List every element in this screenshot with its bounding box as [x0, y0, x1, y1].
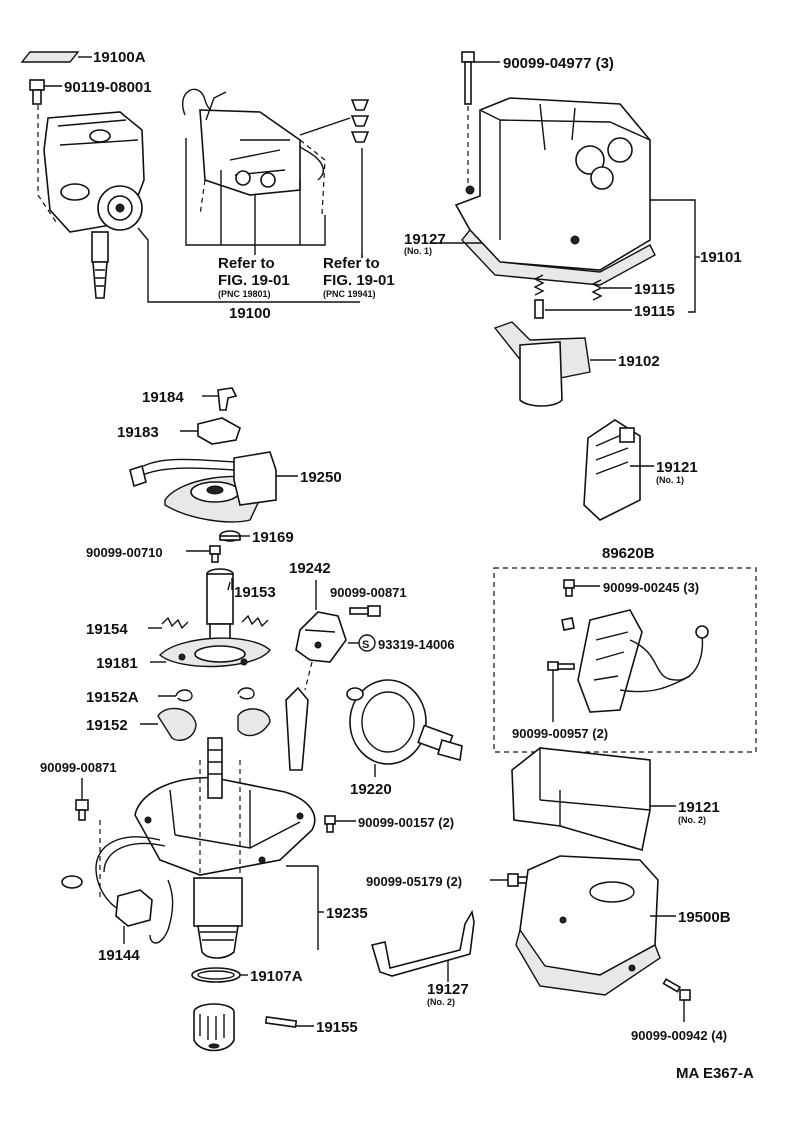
cover-19121-no2-drawing: [511, 747, 651, 852]
part-label-19250: 19250: [300, 469, 342, 486]
clip-19184-icon: [217, 387, 238, 411]
part-label-90099-00957: 90099-00957 (2): [512, 726, 608, 741]
part-label-19500B: 19500B: [678, 909, 731, 926]
label-tag-part: [20, 51, 80, 63]
gear-19155-icon: [193, 1003, 298, 1052]
part-label-19121-no1-sub: (No. 1): [656, 475, 684, 485]
part-label-19184: 19184: [142, 389, 184, 406]
connector-pins-drawing: [299, 99, 370, 143]
screw-90099-00957-icon: [547, 661, 575, 671]
part-label-19183: 19183: [117, 424, 159, 441]
distributor-housing-drawing: [134, 737, 316, 959]
screw-90099-00871-a-icon: [349, 605, 381, 617]
part-label-89620B: 89620B: [602, 545, 655, 562]
spring-19115-b-icon: [591, 279, 603, 301]
part-label-19169: 19169: [252, 529, 294, 546]
part-label-90099-00245: 90099-00245 (3): [603, 580, 699, 595]
part-label-19100: 19100: [229, 305, 271, 322]
refer-left-pnc: (PNC 19801): [218, 289, 271, 299]
spring-19115-a-icon: [533, 274, 545, 319]
distributor-cap-drawing: [454, 97, 656, 286]
module-19121-no1-drawing: [583, 419, 641, 521]
screw-90099-00245-icon: [563, 579, 575, 597]
part-label-19144: 19144: [98, 947, 140, 964]
screw-90099-00157-icon: [324, 815, 336, 833]
part-label-19101: 19101: [700, 249, 742, 266]
figure-code: MA E367-A: [676, 1065, 754, 1082]
distributor-cap-19500B-drawing: [515, 855, 661, 996]
part-label-19127-no1: 19127: [404, 231, 446, 248]
part-label-19127-no1-sub: (No. 1): [404, 246, 432, 256]
refer-left-line2: FIG. 19-01: [218, 272, 290, 289]
distributor-assembly-drawing: [43, 111, 145, 299]
governor-shaft-drawing: [158, 568, 271, 668]
part-label-19127-no2-sub: (No. 2): [427, 997, 455, 1007]
cover-19183-icon: [197, 417, 241, 445]
part-label-90099-00710: 90099-00710: [86, 545, 163, 560]
part-label-90099-00871-b: 90099-00871: [40, 760, 117, 775]
part-label-19152A: 19152A: [86, 689, 139, 706]
part-label-19154: 19154: [86, 621, 128, 638]
part-label-19107A: 19107A: [250, 968, 303, 985]
bolt-90099-00942-icon: [662, 978, 691, 1001]
part-label-19121-no2: 19121: [678, 799, 720, 816]
o-ring-19107A-icon: [191, 967, 241, 983]
clamp-19127-no2-drawing: [370, 909, 475, 977]
igniter-89620B-drawing: [561, 609, 709, 713]
part-label-19242: 19242: [289, 560, 331, 577]
part-label-19115-a: 19115: [634, 281, 675, 298]
part-label-19115-b: 19115: [634, 303, 675, 320]
part-label-19102: 19102: [618, 353, 660, 370]
breaker-19242-drawing: [295, 611, 347, 663]
refer-right-pnc: (PNC 19941): [323, 289, 376, 299]
refer-right-line1: Refer to: [323, 255, 380, 272]
refer-right-line2: FIG. 19-01: [323, 272, 395, 289]
s-marker: S: [362, 639, 369, 651]
igniter-kit-boundary: [493, 567, 757, 753]
part-label-19235: 19235: [326, 905, 368, 922]
washer-19169-icon: [219, 530, 241, 542]
part-label-19153: 19153: [234, 584, 276, 601]
part-label-90099-00157: 90099-00157 (2): [358, 815, 454, 830]
part-label-19152: 19152: [86, 717, 128, 734]
harness-drawing: [182, 88, 326, 216]
part-label-19127-no2: 19127: [427, 981, 469, 998]
refer-left-line1: Refer to: [218, 255, 275, 272]
spring-19153-icon: [241, 614, 269, 628]
spring-19154-icon: [161, 616, 189, 630]
clip-19152A-icon: [175, 687, 255, 702]
part-label-90099-04977: 90099-04977 (3): [503, 55, 614, 72]
part-label-90119-08001: 90119-08001: [64, 79, 152, 96]
pickup-coil-19250-drawing: [129, 451, 277, 523]
part-label-90099-05179: 90099-05179 (2): [366, 874, 462, 889]
part-label-19220: 19220: [350, 781, 392, 798]
bolt-90099-04977-icon: [461, 51, 475, 105]
part-label-90099-00942: 90099-00942 (4): [631, 1028, 727, 1043]
bolt-90119-08001-icon: [29, 79, 45, 105]
part-label-19181: 19181: [96, 655, 138, 672]
weight-19152-icon: [157, 707, 271, 742]
rotor-19102-drawing: [493, 321, 591, 407]
part-label-19100A: 19100A: [93, 49, 146, 66]
part-label-19121-no2-sub: (No. 2): [678, 815, 706, 825]
igniter-19144-drawing: [61, 820, 174, 944]
part-label-90099-00871-a: 90099-00871: [330, 585, 407, 600]
part-label-93319-14006: 93319-14006: [378, 637, 455, 652]
screw-90099-00710-icon: [209, 545, 221, 563]
vacuum-advancer-19220-drawing: [285, 679, 463, 771]
screw-90099-00871-b-icon: [75, 799, 89, 821]
part-label-19121-no1: 19121: [656, 459, 698, 476]
part-label-19155: 19155: [316, 1019, 358, 1036]
